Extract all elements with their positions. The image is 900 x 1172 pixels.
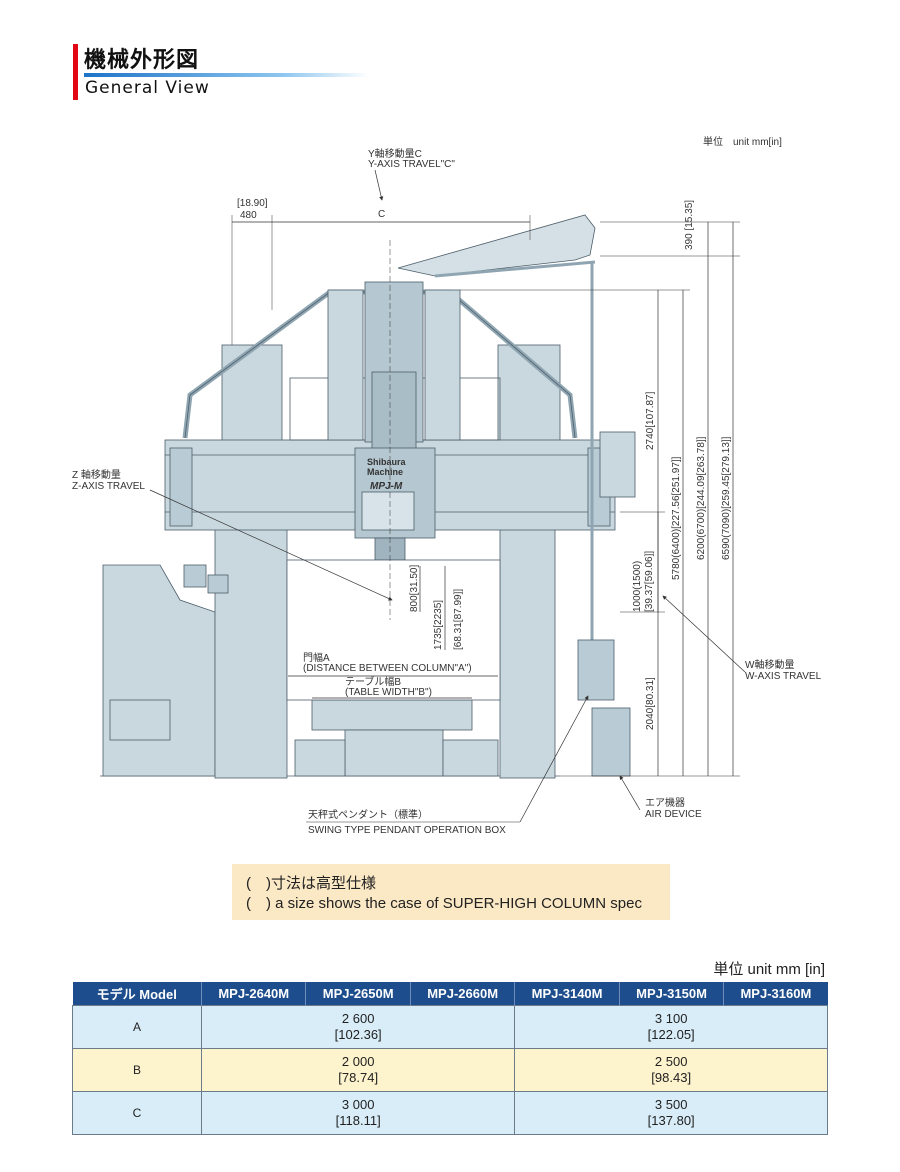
table-header-row: モデル Model MPJ-2640M MPJ-2650M MPJ-2660M … xyxy=(72,982,828,1006)
value-in: [78.74] xyxy=(338,1070,379,1085)
machine-body xyxy=(100,214,636,779)
dim-2740: 2740[107.87] xyxy=(645,391,656,450)
colwidth-en: (DISTANCE BETWEEN COLUMN"A") xyxy=(303,663,472,674)
dim-1735: 1735[2235] xyxy=(433,600,444,650)
model-badge: MPJ-M xyxy=(370,481,403,492)
value-cell: 3 500 [137.80] xyxy=(514,1091,828,1135)
value-mm: 2 000 xyxy=(341,1054,375,1069)
dim-390: 390 [15.35] xyxy=(684,200,695,250)
dimension-spec-table: モデル Model MPJ-2640M MPJ-2650M MPJ-2660M … xyxy=(72,982,828,1135)
note-box: ( )寸法は高型仕様 ( ) a size shows the case of … xyxy=(232,864,670,920)
value-in: [102.36] xyxy=(334,1027,382,1042)
table-row: B 2 000 [78.74] 2 500 [98.43] xyxy=(72,1048,828,1092)
header-accent-bar xyxy=(73,44,78,100)
value-cell: 3 100 [122.05] xyxy=(514,1005,828,1049)
header-model: MPJ-2660M xyxy=(409,982,515,1006)
dim-2040: 2040[80.31] xyxy=(645,677,656,730)
note-line-en: ( ) a size shows the case of SUPER-HIGH … xyxy=(246,895,642,912)
value-cell: 2 000 [78.74] xyxy=(200,1048,516,1092)
w-axis-en: W-AXIS TRAVEL xyxy=(745,671,822,682)
pendant-jp: 天秤式ペンダント（標準） xyxy=(308,808,428,821)
header-model: MPJ-3160M xyxy=(723,982,828,1006)
table-row: A 2 600 [102.36] 3 100 [122.05] xyxy=(72,1005,828,1049)
colwidth-jp: 門幅A xyxy=(303,651,330,664)
tablewidth-en: (TABLE WIDTH"B") xyxy=(345,687,432,698)
header-gradient-line xyxy=(84,73,369,77)
header-model: MPJ-3140M xyxy=(514,982,620,1006)
air-device-jp: エア機器 xyxy=(645,796,685,809)
machine-general-view-drawing: Shibaura Machine MPJ-M 単位 unit mm[in] Y軸… xyxy=(72,135,822,836)
row-label: A xyxy=(72,1005,202,1049)
page-title: 機械外形図 xyxy=(84,48,200,73)
value-in: [137.80] xyxy=(647,1113,695,1128)
dim-6200: 6200(6700)[244.09[263.78]] xyxy=(696,436,707,560)
value-mm: 3 000 xyxy=(341,1097,375,1112)
value-mm: 2 500 xyxy=(654,1054,688,1069)
unit-note: 単位 unit mm[in] xyxy=(703,135,782,148)
dim-480-in: [18.90] xyxy=(237,198,268,209)
pendant-en: SWING TYPE PENDANT OPERATION BOX xyxy=(308,825,506,836)
page-subtitle: General View xyxy=(85,78,210,98)
value-mm: 2 600 xyxy=(341,1011,375,1026)
brand-text-2: Machine xyxy=(367,467,403,477)
dim-1000-in: [39.37[59.06]] xyxy=(644,551,655,612)
dim-6590: 6590(7090)[259.45[279.13]] xyxy=(721,436,732,560)
header-model-label: モデル Model xyxy=(72,982,202,1006)
value-mm: 3 100 xyxy=(654,1011,688,1026)
note-line-jp: ( )寸法は高型仕様 xyxy=(246,875,376,892)
header-model: MPJ-2640M xyxy=(200,982,306,1006)
brand-text-1: Shibaura xyxy=(367,457,407,467)
dim-1735-in: [68.31[87.99]] xyxy=(453,589,464,650)
row-label: C xyxy=(72,1091,202,1135)
value-in: [98.43] xyxy=(651,1070,692,1085)
value-in: [122.05] xyxy=(647,1027,695,1042)
header-model: MPJ-3150M xyxy=(618,982,724,1006)
header-model: MPJ-2650M xyxy=(305,982,411,1006)
z-axis-en: Z-AXIS TRAVEL xyxy=(72,481,145,492)
value-cell: 3 000 [118.11] xyxy=(200,1091,516,1135)
y-axis-jp: Y軸移動量C xyxy=(368,147,422,160)
dim-5780: 5780(6400)[227.56[251.97]] xyxy=(671,456,682,580)
value-in: [118.11] xyxy=(335,1113,381,1128)
table-row: C 3 000 [118.11] 3 500 [137.80] xyxy=(72,1091,828,1135)
air-device-en: AIR DEVICE xyxy=(645,809,702,820)
z-axis-jp: Z 軸移動量 xyxy=(72,468,121,481)
value-cell: 2 500 [98.43] xyxy=(514,1048,828,1092)
dim-c: C xyxy=(378,209,385,220)
value-cell: 2 600 [102.36] xyxy=(200,1005,516,1049)
value-mm: 3 500 xyxy=(654,1097,688,1112)
dim-800: 800[31.50] xyxy=(409,565,420,612)
dim-1000: 1000(1500) xyxy=(632,561,643,612)
row-label: B xyxy=(72,1048,202,1092)
dim-480-mm: 480 xyxy=(240,210,257,221)
tablewidth-jp: テーブル幅B xyxy=(345,675,401,688)
w-axis-jp: W軸移動量 xyxy=(745,658,794,671)
table-unit-note: 単位 unit mm [in] xyxy=(713,961,825,978)
y-axis-en: Y-AXIS TRAVEL"C" xyxy=(368,159,455,170)
